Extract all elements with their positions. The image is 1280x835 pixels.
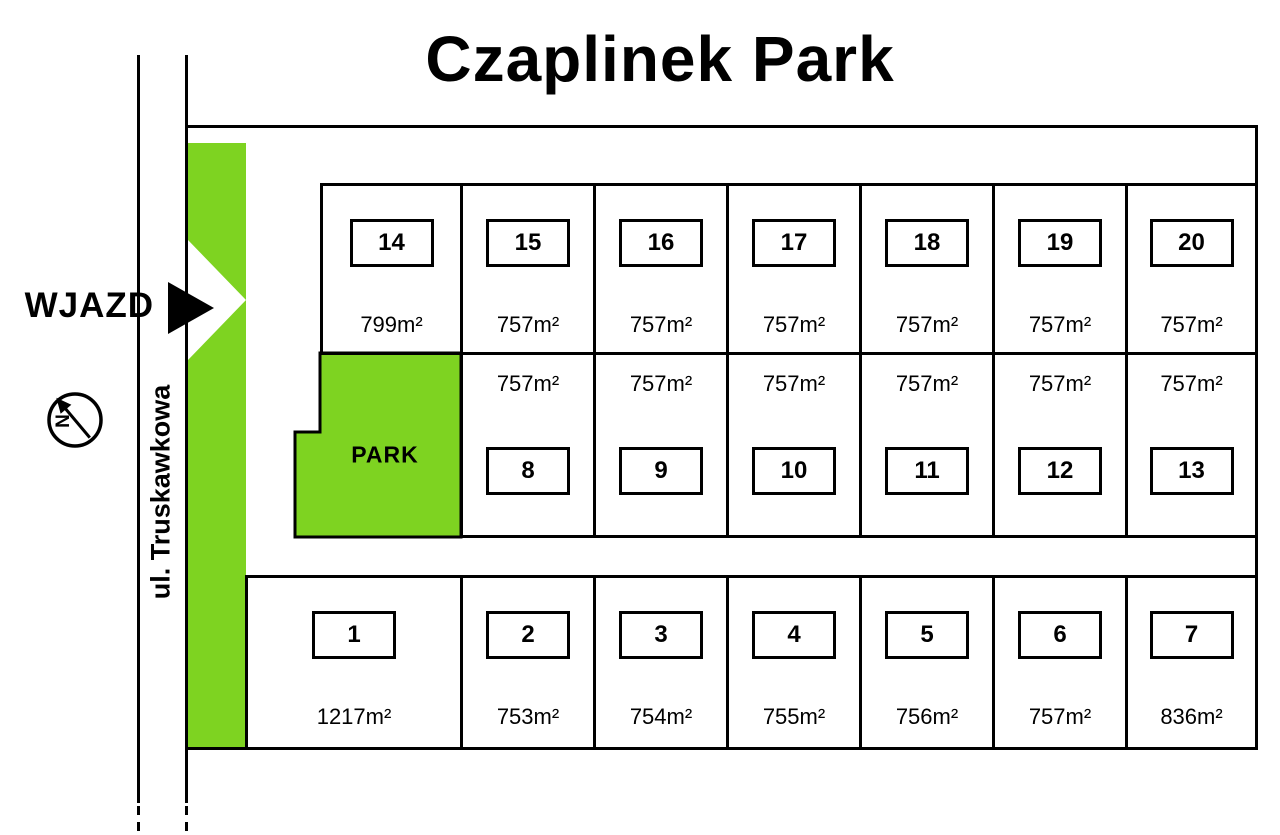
plot-area-label: 757m² xyxy=(496,312,560,337)
plot-area-label: 757m² xyxy=(629,371,693,396)
plot-cell-6: 6 757m² xyxy=(992,575,1125,750)
plot-area-label: 755m² xyxy=(762,704,826,729)
plot-number-badge: 7 xyxy=(1149,611,1234,659)
plot-area-label: 757m² xyxy=(762,312,826,337)
plot-number-badge: 13 xyxy=(1149,447,1234,495)
plot-area-label: 757m² xyxy=(1160,371,1223,396)
street-name-label: ul. Truskawkowa xyxy=(145,384,176,600)
plot-number-badge: 5 xyxy=(885,611,969,659)
plot-number-badge: 11 xyxy=(885,447,969,495)
plot-area-label: 757m² xyxy=(895,312,959,337)
plot-cell-5: 5 756m² xyxy=(859,575,992,750)
plot-area-label: 1217m² xyxy=(316,704,392,729)
plot-cell-9: 757m² 9 xyxy=(593,352,726,538)
plot-cell-14: 14 799m² xyxy=(320,183,460,355)
plot-number-badge: 20 xyxy=(1149,219,1234,267)
entrance-label: WJAZD xyxy=(24,286,154,325)
compass-north-label: N xyxy=(53,414,74,428)
plot-number-badge: 14 xyxy=(349,219,434,267)
plot-number-badge: 12 xyxy=(1018,447,1102,495)
plot-area-label: 799m² xyxy=(360,312,423,337)
plot-cell-2: 2 753m² xyxy=(460,575,593,750)
plot-cell-11: 757m² 11 xyxy=(859,352,992,538)
plot-area-label: 757m² xyxy=(629,312,693,337)
plot-cell-18: 18 757m² xyxy=(859,183,992,355)
plot-cell-12: 757m² 12 xyxy=(992,352,1125,538)
park-label: PARK xyxy=(351,441,419,468)
plot-area-label: 757m² xyxy=(1028,312,1092,337)
plot-number-badge: 4 xyxy=(752,611,836,659)
plot-number-badge: 18 xyxy=(885,219,969,267)
compass-icon: N xyxy=(47,392,103,448)
green-strip xyxy=(188,143,246,747)
plot-number-badge: 16 xyxy=(619,219,703,267)
plot-area-label: 756m² xyxy=(895,704,959,729)
plot-number-badge: 17 xyxy=(752,219,836,267)
road xyxy=(137,55,188,834)
plot-area-label: 753m² xyxy=(496,704,560,729)
plot-cell-20: 20 757m² xyxy=(1125,183,1258,355)
plot-number-badge: 2 xyxy=(486,611,570,659)
plot-cell-16: 16 757m² xyxy=(593,183,726,355)
plot-area-label: 757m² xyxy=(1028,371,1092,396)
plot-number-badge: 9 xyxy=(619,447,703,495)
plot-number-badge: 8 xyxy=(486,447,570,495)
plot-number-badge: 19 xyxy=(1018,219,1102,267)
plot-cell-3: 3 754m² xyxy=(593,575,726,750)
plot-area-label: 757m² xyxy=(496,371,560,396)
plot-cell-13: 757m² 13 xyxy=(1125,352,1258,538)
plot-number-badge: 1 xyxy=(312,611,396,659)
plot-cell-10: 757m² 10 xyxy=(726,352,859,538)
plot-cell-15: 15 757m² xyxy=(460,183,593,355)
plot-area-label: 757m² xyxy=(1028,704,1092,729)
plot-area-label: 754m² xyxy=(629,704,693,729)
plot-number-badge: 10 xyxy=(752,447,836,495)
plot-area-label: 757m² xyxy=(895,371,959,396)
plot-cell-8: 757m² 8 xyxy=(460,352,593,538)
plot-area-label: 836m² xyxy=(1160,704,1223,729)
page-title: Czaplinek Park xyxy=(425,23,895,95)
plot-cell-19: 19 757m² xyxy=(992,183,1125,355)
plot-number-badge: 6 xyxy=(1018,611,1102,659)
plot-number-badge: 3 xyxy=(619,611,703,659)
plot-area-label: 757m² xyxy=(762,371,826,396)
entrance-arrow-icon xyxy=(168,282,214,334)
plot-cell-1: 1 1217m² xyxy=(245,575,460,750)
plot-cell-4: 4 755m² xyxy=(726,575,859,750)
plot-area-label: 757m² xyxy=(1160,312,1223,337)
plot-cell-17: 17 757m² xyxy=(726,183,859,355)
plot-number-badge: 15 xyxy=(486,219,570,267)
plot-cell-7: 7 836m² xyxy=(1125,575,1258,750)
